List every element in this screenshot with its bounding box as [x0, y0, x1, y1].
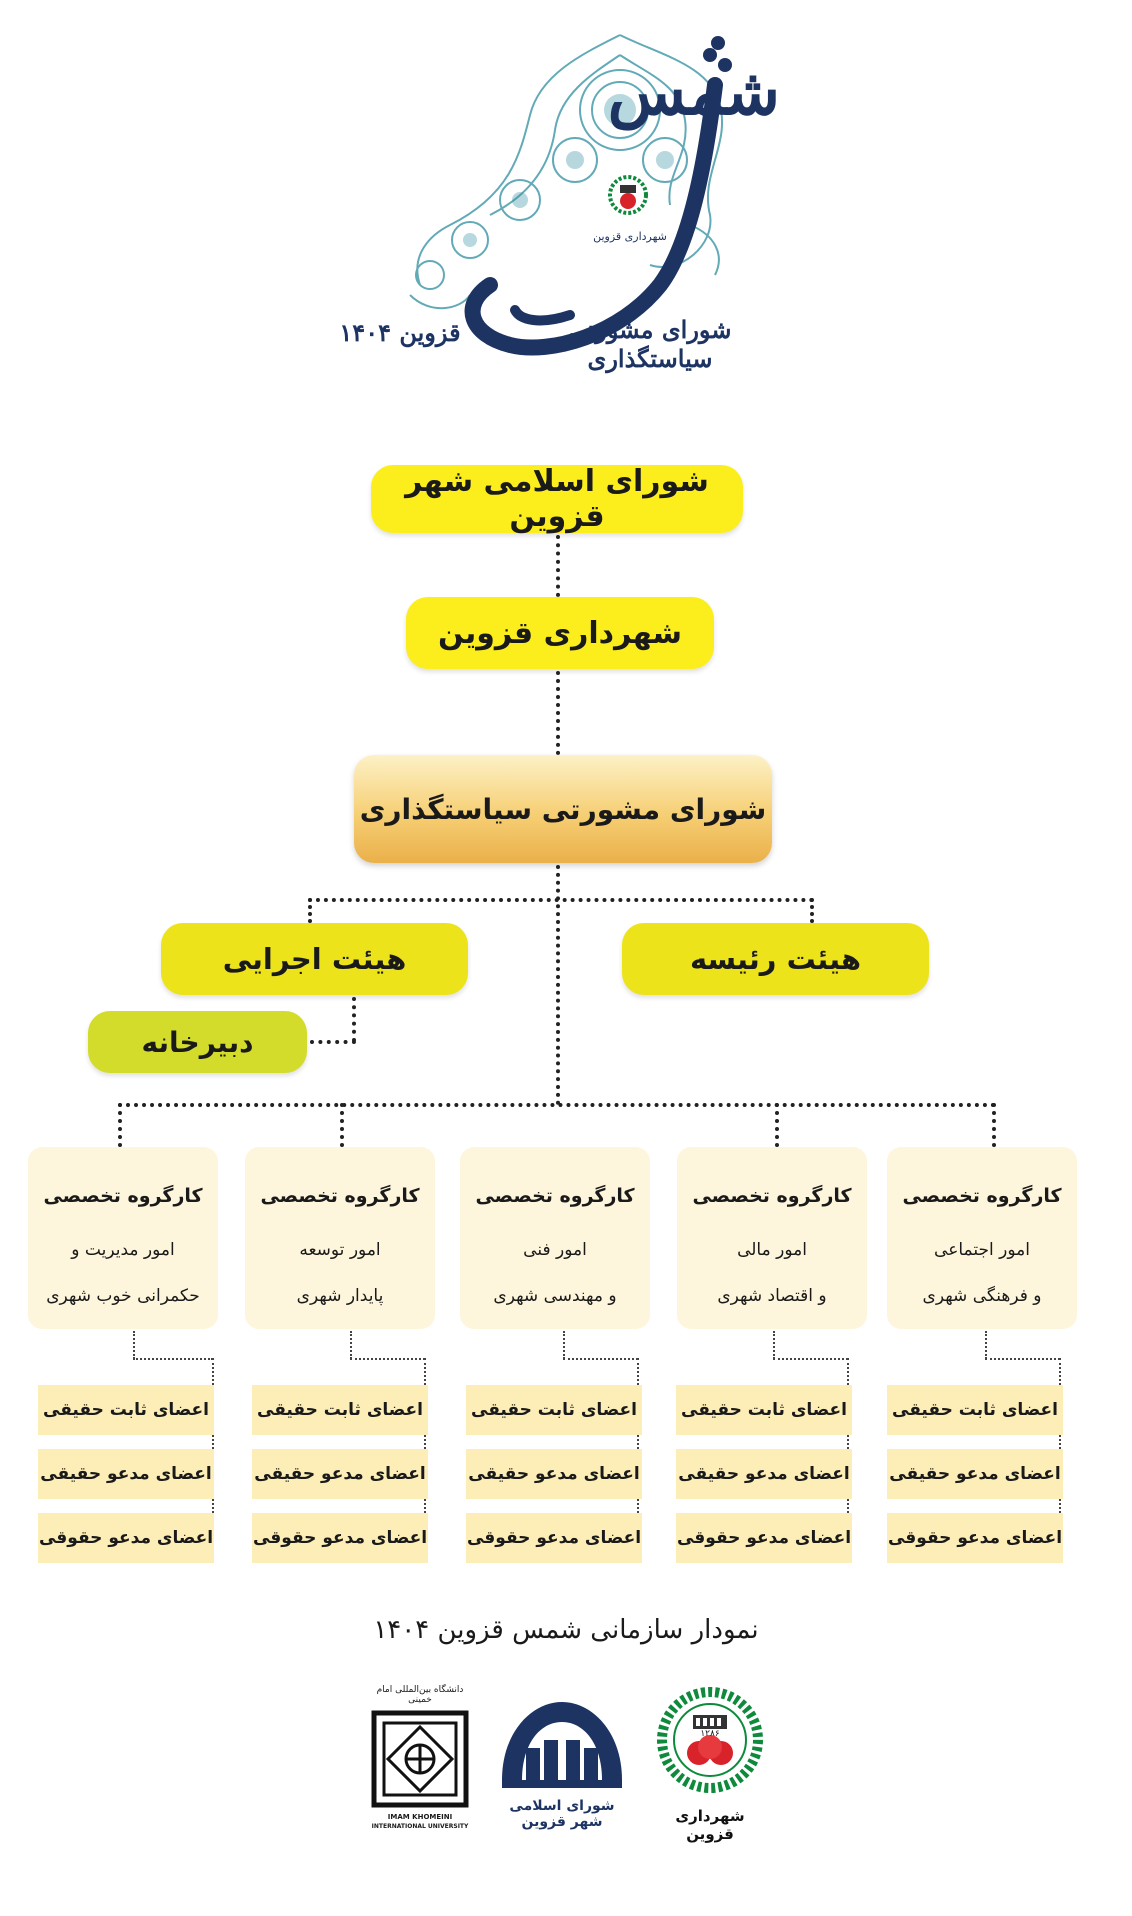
- connector: [212, 1358, 214, 1533]
- group-line: و مهندسی شهری: [493, 1286, 617, 1306]
- university-logo: دانشگاه بین‌المللی امام خمینی IMAM KHOME…: [365, 1685, 475, 1855]
- group-title: کارگروه تخصصی: [692, 1185, 852, 1207]
- group-line: پایدار شهری: [296, 1286, 384, 1306]
- member-box: اعضای مدعو حقوقی: [38, 1513, 214, 1563]
- member-box: اعضای مدعو حقیقی: [466, 1449, 642, 1499]
- logo-subtitle: شورای مشورتی سیاستگذاری: [568, 315, 732, 373]
- connector: [1059, 1358, 1061, 1533]
- connector: [847, 1358, 849, 1533]
- member-box: اعضای ثابت حقیقی: [38, 1385, 214, 1435]
- connector: [810, 898, 814, 923]
- working-group-finance: کارگروه تخصصی امور مالی و اقتصاد شهری: [677, 1147, 867, 1329]
- connector: [773, 1331, 775, 1359]
- municipality-label: شهرداری قزوین: [675, 1807, 745, 1843]
- working-group-governance: کارگروه تخصصی امور مدیریت و حکمرانی خوب …: [28, 1147, 218, 1329]
- connector: [992, 1103, 996, 1147]
- connector: [556, 671, 560, 755]
- municipality-box: شهرداری قزوین: [406, 597, 714, 669]
- connector: [424, 1358, 426, 1533]
- connector: [556, 535, 560, 597]
- connector: [310, 1040, 356, 1044]
- member-box: اعضای مدعو حقوقی: [466, 1513, 642, 1563]
- executive-board-box: هیئت اجرایی: [161, 923, 468, 995]
- working-group-social: کارگروه تخصصی امور اجتماعی و فرهنگی شهری: [887, 1147, 1077, 1329]
- connector: [308, 898, 814, 902]
- group-title: کارگروه تخصصی: [475, 1185, 635, 1207]
- logo-city-year: قزوین ۱۴۰۴: [339, 318, 461, 347]
- group-line: امور مدیریت و: [71, 1240, 175, 1260]
- group-line: امور اجتماعی: [934, 1240, 1030, 1260]
- logo-main-word: شمس: [607, 55, 780, 130]
- member-box: اعضای ثابت حقیقی: [887, 1385, 1063, 1435]
- connector: [340, 1103, 344, 1147]
- chart-caption: نمودار سازمانی شمس قزوین ۱۴۰۴: [373, 1615, 759, 1645]
- connector: [350, 1358, 425, 1360]
- shams-logo: شمس شهرداری قزوین شورای مشورتی سیاستگذار…: [320, 25, 820, 385]
- connector: [118, 1103, 122, 1147]
- group-line: و اقتصاد شهری: [717, 1286, 827, 1306]
- connector: [637, 1358, 639, 1533]
- member-box: اعضای مدعو حقیقی: [887, 1449, 1063, 1499]
- city-council-logo: شورای اسلامی شهر قزوین: [492, 1692, 632, 1852]
- member-box: اعضای مدعو حقیقی: [252, 1449, 428, 1499]
- connector: [133, 1331, 135, 1359]
- connector: [773, 1358, 848, 1360]
- connector: [352, 997, 356, 1042]
- connector: [985, 1358, 1060, 1360]
- connector: [985, 1331, 987, 1359]
- municipality-year: ۱۲۸۶: [700, 1729, 720, 1739]
- member-box: اعضای مدعو حقوقی: [887, 1513, 1063, 1563]
- connector: [133, 1358, 213, 1360]
- working-group-development: کارگروه تخصصی امور توسعه پایدار شهری: [245, 1147, 435, 1329]
- member-box: اعضای ثابت حقیقی: [252, 1385, 428, 1435]
- connector: [563, 1331, 565, 1359]
- connector: [775, 1103, 779, 1147]
- working-group-technical: کارگروه تخصصی امور فنی و مهندسی شهری: [460, 1147, 650, 1329]
- connector: [308, 898, 312, 923]
- group-title: کارگروه تخصصی: [43, 1185, 203, 1207]
- logo-emblem-text: شهرداری قزوین: [593, 230, 667, 243]
- group-title: کارگروه تخصصی: [260, 1185, 420, 1207]
- connector: [118, 1103, 996, 1107]
- group-line: امور مالی: [737, 1240, 807, 1260]
- group-line: حکمرانی خوب شهری: [46, 1286, 200, 1306]
- presidium-box: هیئت رئیسه: [622, 923, 929, 995]
- university-name-fa: دانشگاه بین‌المللی امام خمینی: [376, 1685, 464, 1705]
- group-line: امور توسعه: [299, 1240, 381, 1260]
- connector: [563, 1358, 638, 1360]
- member-box: اعضای مدعو حقیقی: [676, 1449, 852, 1499]
- group-line: و فرهنگی شهری: [922, 1286, 1042, 1306]
- member-box: اعضای ثابت حقیقی: [676, 1385, 852, 1435]
- connector: [350, 1331, 352, 1359]
- group-title: کارگروه تخصصی: [902, 1185, 1062, 1207]
- group-line: امور فنی: [523, 1240, 587, 1260]
- connector: [556, 865, 560, 1105]
- city-council-box: شورای اسلامی شهر قزوین: [371, 464, 743, 534]
- university-name-en-1: IMAM KHOMEINI: [387, 1813, 453, 1821]
- university-name-en-2: INTERNATIONAL UNIVERSITY: [371, 1823, 469, 1830]
- advisory-council-box: شورای مشورتی سیاستگذاری: [354, 755, 772, 863]
- city-council-label: شورای اسلامی شهر قزوین: [509, 1798, 615, 1830]
- member-box: اعضای ثابت حقیقی: [466, 1385, 642, 1435]
- member-box: اعضای مدعو حقوقی: [676, 1513, 852, 1563]
- member-box: اعضای مدعو حقیقی: [38, 1449, 214, 1499]
- secretariat-box: دبیرخانه: [88, 1011, 307, 1073]
- municipality-logo: ۱۲۸۶ شهرداری قزوین: [655, 1685, 765, 1845]
- member-box: اعضای مدعو حقوقی: [252, 1513, 428, 1563]
